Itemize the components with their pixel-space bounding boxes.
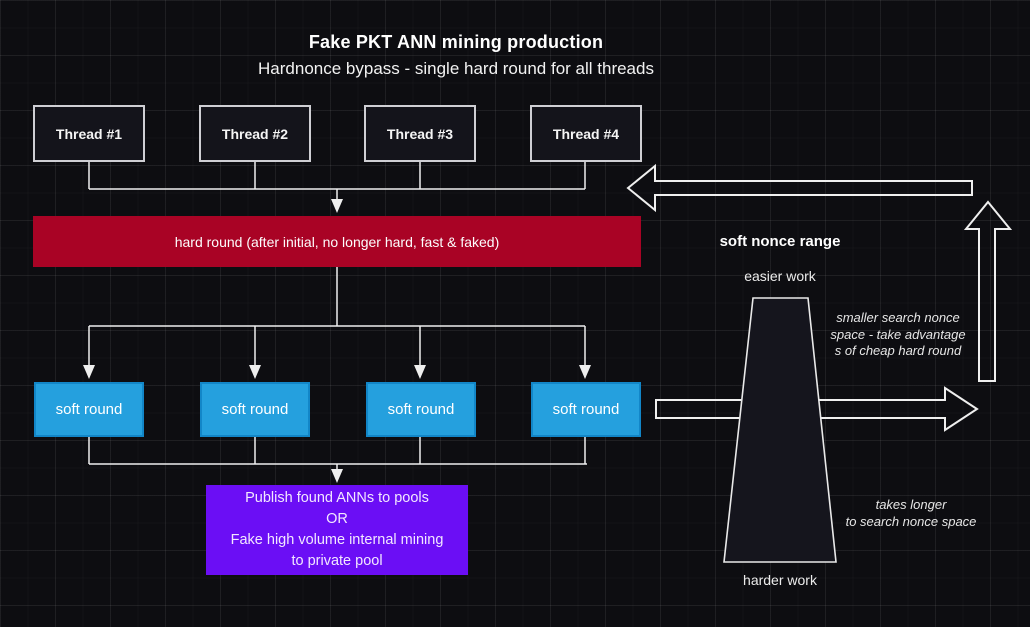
thread-box-4: Thread #4 [530, 105, 642, 162]
page-subtitle: Hardnonce bypass - single hard round for… [258, 59, 654, 78]
publish-line-2: OR [326, 511, 348, 527]
soft-output-right-arrow [655, 386, 979, 432]
thread-box-1: Thread #1 [33, 105, 145, 162]
nonce-funnel-shape [723, 297, 837, 563]
soft-round-box-3: soft round [366, 382, 476, 437]
soft-round-box-1: soft round [34, 382, 144, 437]
nonce-note-upper-line-3: s of cheap hard round [834, 343, 962, 358]
nonce-note-lower-line-2: to search nonce space [845, 513, 977, 529]
publish-line-4: to private pool [291, 553, 383, 569]
hard-round-box: hard round (after initial, no longer har… [33, 216, 641, 267]
nonce-range-heading: soft nonce range [719, 233, 841, 250]
nonce-note-upper-line-2: space - take advantage [830, 326, 966, 342]
nonce-note-lower: takes longer to search nonce space [826, 497, 996, 530]
nonce-note-lower-line-1: takes longer [875, 497, 947, 512]
thread-merge-connector [88, 160, 586, 190]
hard-to-soft-connector [89, 267, 585, 327]
nonce-note-upper-line-1: smaller search nonce [836, 310, 960, 325]
publish-line-3: Fake high volume internal mining [230, 532, 444, 548]
feedback-left-arrow [626, 163, 973, 213]
easier-work-label: easier work [744, 268, 816, 284]
publish-box: Publish found ANNs to pools OR Fake high… [206, 485, 468, 575]
harder-work-label: harder work [743, 572, 817, 588]
page-title: Fake PKT ANN mining production [308, 32, 604, 52]
thread-box-3: Thread #3 [364, 105, 476, 162]
nonce-up-arrow [963, 200, 1013, 382]
soft-round-box-4: soft round [531, 382, 641, 437]
soft-round-box-2: soft round [200, 382, 310, 437]
soft-merge-connector [88, 436, 587, 465]
nonce-note-upper: smaller search nonce space - take advant… [813, 310, 983, 360]
thread-box-2: Thread #2 [199, 105, 311, 162]
publish-line-1: Publish found ANNs to pools [245, 490, 429, 506]
